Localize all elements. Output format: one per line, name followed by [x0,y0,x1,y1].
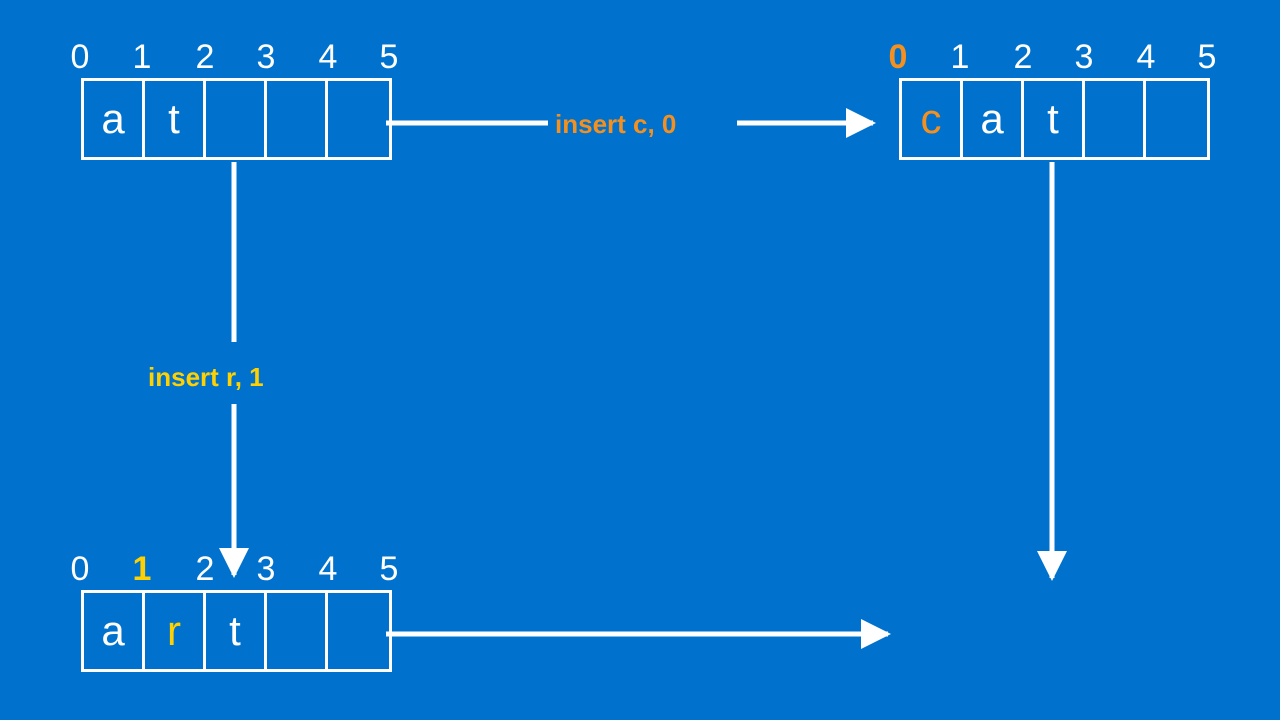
array-cat-cell-1[interactable]: a [963,81,1024,157]
array-cat-index-5: 5 [1197,38,1217,76]
array-art-cell-1[interactable]: r [145,593,206,669]
array-cat-index-4: 4 [1136,38,1156,76]
array-cat: 0 1 2 3 4 5 c a t [889,36,1217,160]
array-art-cells: a r t [81,590,392,672]
array-at-index-3: 3 [256,38,276,76]
array-cat-cell-0[interactable]: c [902,81,963,157]
array-art-cell-4[interactable] [328,593,389,669]
array-cat-cell-3[interactable] [1085,81,1146,157]
op-label-insert-r: insert r, 1 [148,362,264,392]
array-cat-index-0: 0 [888,38,908,76]
array-at: 0 1 2 3 4 5 a t [71,36,399,160]
array-at-index-2: 2 [195,38,215,76]
array-at-cell-4[interactable] [328,81,389,157]
array-art: 0 1 2 3 4 5 a r t [71,548,399,672]
array-at-index-4: 4 [318,38,338,76]
array-at-cell-2[interactable] [206,81,267,157]
array-cat-cell-2[interactable]: t [1024,81,1085,157]
array-cat-cells: c a t [899,78,1210,160]
array-at-index-0: 0 [70,38,90,76]
array-cat-cell-4[interactable] [1146,81,1207,157]
op-label-insert-c: insert c, 0 [555,109,677,139]
array-cat-index-3: 3 [1074,38,1094,76]
array-at-cells: a t [81,78,392,160]
array-at-cell-0[interactable]: a [84,81,145,157]
array-at-index-row: 0 1 2 3 4 5 [71,36,399,78]
array-art-index-row: 0 1 2 3 4 5 [71,548,399,590]
array-art-cell-0[interactable]: a [84,593,145,669]
array-art-index-2: 2 [195,550,215,588]
array-art-index-4: 4 [318,550,338,588]
array-art-cell-2[interactable]: t [206,593,267,669]
array-cat-index-2: 2 [1013,38,1033,76]
array-art-index-3: 3 [256,550,276,588]
array-cat-index-row: 0 1 2 3 4 5 [889,36,1217,78]
array-art-index-0: 0 [70,550,90,588]
array-at-index-5: 5 [379,38,399,76]
array-cat-index-1: 1 [950,38,970,76]
array-art-cell-3[interactable] [267,593,328,669]
array-at-cell-3[interactable] [267,81,328,157]
array-at-cell-1[interactable]: t [145,81,206,157]
array-art-index-1: 1 [132,550,152,588]
array-at-index-1: 1 [132,38,152,76]
array-art-index-5: 5 [379,550,399,588]
